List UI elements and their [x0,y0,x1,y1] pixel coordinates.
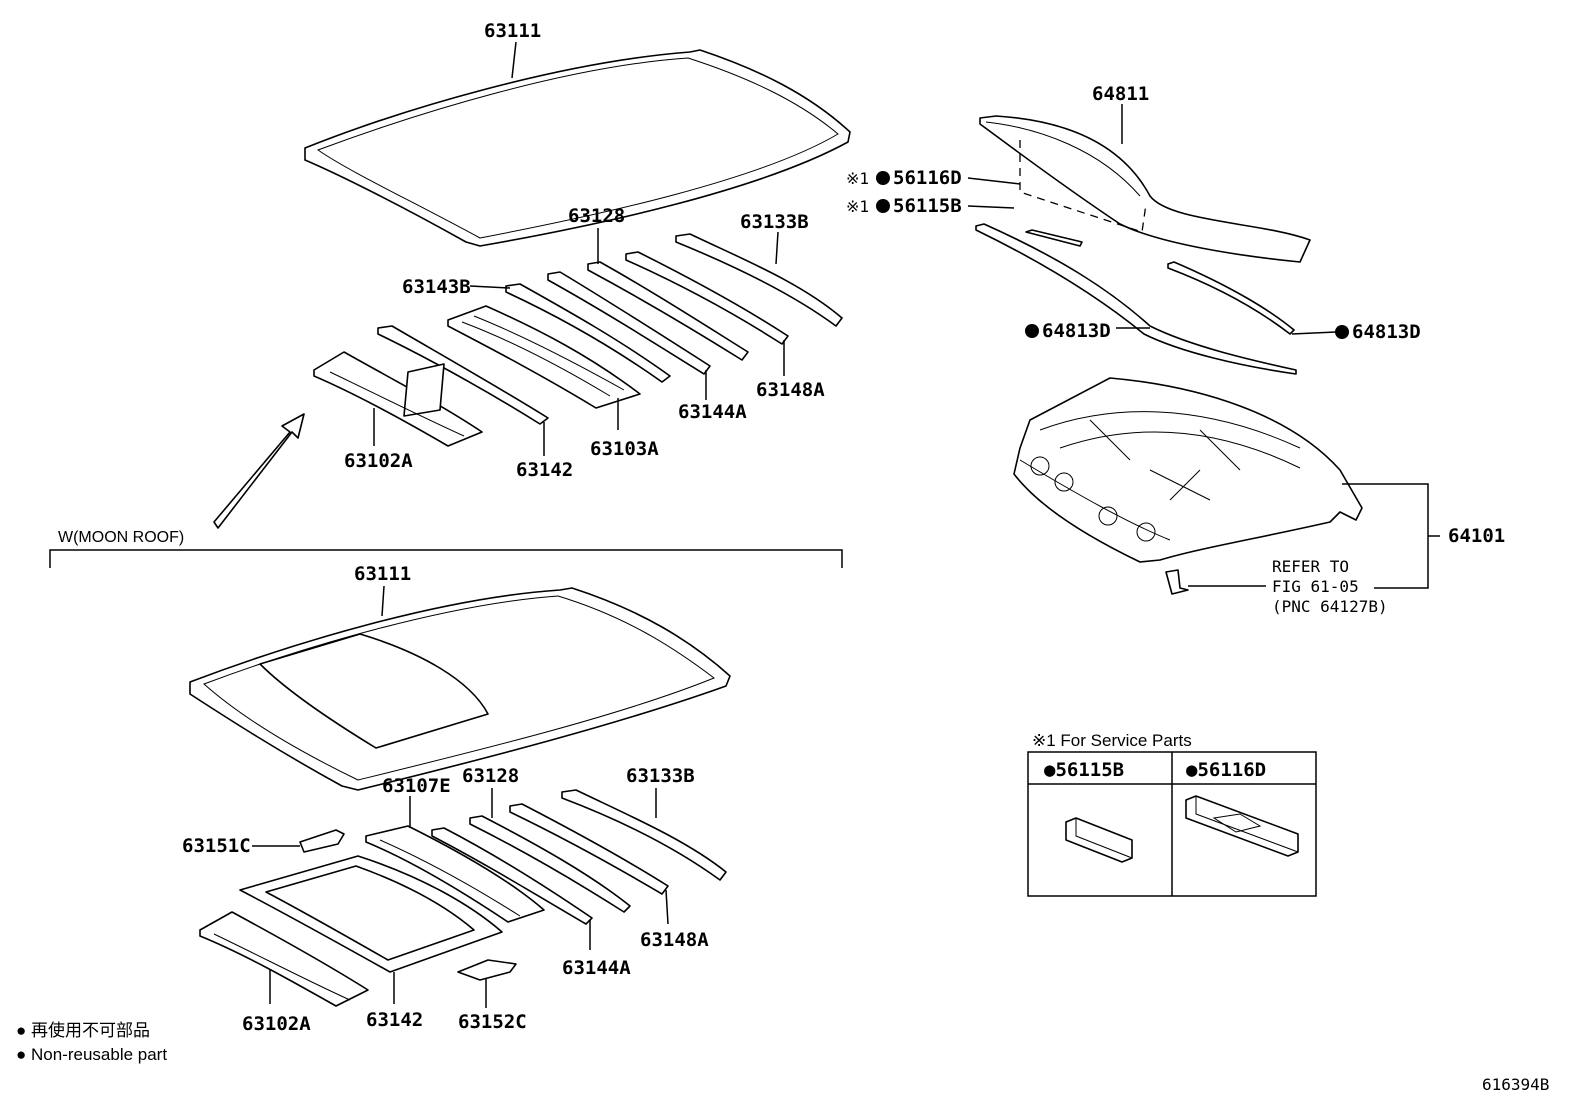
leader-56116D [967,177,1021,185]
part-64101: 64101 [1448,525,1505,547]
non-reusable-icon [876,199,890,213]
part-63107E: 63107E [382,775,451,797]
roof-panel-top [304,49,851,247]
part-63148A-bot: 63148A [640,929,709,951]
part-56115B: 56115B [893,195,962,217]
part-56116D: 56116D [893,167,962,189]
roof-panel-moonroof [189,587,731,791]
part-63142-top: 63142 [516,459,573,481]
service-parts-table [1027,751,1317,897]
part-63148A-top: 63148A [756,379,825,401]
leader-64813D-right [1291,331,1337,335]
part-63144A-bot: 63144A [562,957,631,979]
leader-63143B [469,285,511,289]
window-molding-right [1167,261,1295,335]
refer-line-1: REFER TO [1272,557,1349,576]
leader-56115B [967,205,1015,209]
leader-63133B-top [775,231,779,265]
leader-63111-top [511,41,517,79]
roof-bow-63148A-bot [509,803,669,895]
part-64813D-right: 64813D [1352,321,1421,343]
part-64811: 64811 [1092,83,1149,105]
moonroof-frame-63142 [239,855,503,973]
refer-line-2: FIG 61-05 [1272,577,1359,596]
part-64813D-left: 64813D [1042,320,1111,342]
roof-panel-63102A-bot [199,911,369,1007]
part-63128-bot: 63128 [462,765,519,787]
clip-56116D-icon [1185,795,1299,857]
service-col-56116D: ●56116D [1186,759,1266,781]
roof-bow-63142-top [377,325,549,425]
roof-bow-63133B-bot [561,789,727,881]
roof-bracket-63151C [299,829,345,853]
roof-bow-63144A-top [547,271,711,375]
service-parts-title: ※1 For Service Parts [1032,731,1192,750]
legend-non-reusable: ● Non-reusable part [16,1045,167,1064]
window-dashed-outline [1019,140,1147,233]
roof-bow-63143B [505,283,671,383]
moon-roof-label: W(MOON ROOF) [58,529,184,546]
service-mark-56115B: ※1 [846,197,869,216]
roof-bracket-63152C [457,959,517,981]
part-63128-top: 63128 [568,205,625,227]
figure-id: 616394B [1482,1075,1549,1094]
part-63111-bot: 63111 [354,563,411,585]
non-reusable-icon [876,171,890,185]
roof-bow-63148A-top [625,251,789,345]
part-63102A-bot: 63102A [242,1013,311,1035]
clip-56115B-icon [1065,817,1133,863]
roof-bow-63128-top [587,261,749,361]
package-tray-panel-64101 [1013,377,1363,563]
refer-line-3: (PNC 64127B) [1272,597,1388,616]
roof-panel-63107E [365,825,545,923]
part-63111-top: 63111 [484,20,541,42]
part-63144A-top: 63144A [678,401,747,423]
part-63133B-bot: 63133B [626,765,695,787]
service-col-56115B: ●56115B [1044,759,1124,781]
leader-63111-bot [381,585,385,617]
leader-63148A-bot [665,889,669,925]
moon-roof-bracket [49,549,843,568]
part-63102A-top: 63102A [344,450,413,472]
part-63151C: 63151C [182,835,251,857]
non-reusable-icon [1025,324,1039,338]
window-molding-left [975,223,1297,375]
part-63103A: 63103A [590,438,659,460]
part-63143B: 63143B [402,276,471,298]
roof-bow-63133B-top [675,233,843,327]
arrow-icon [213,413,305,529]
rear-window-glass [979,115,1311,263]
legend-japanese: ● 再使用不可部品 [16,1020,150,1040]
roof-bow-63128-bot [469,815,631,913]
roof-panel-63102A-top [313,351,483,447]
non-reusable-icon [1335,325,1349,339]
part-63133B-top: 63133B [740,211,809,233]
part-63152C: 63152C [458,1011,527,1033]
part-63142-bot: 63142 [366,1009,423,1031]
roof-bow-63144A-bot [431,827,593,925]
roof-panel-63103A [447,305,641,409]
clip-64127B [1165,569,1189,595]
service-mark-56116D: ※1 [846,169,869,188]
